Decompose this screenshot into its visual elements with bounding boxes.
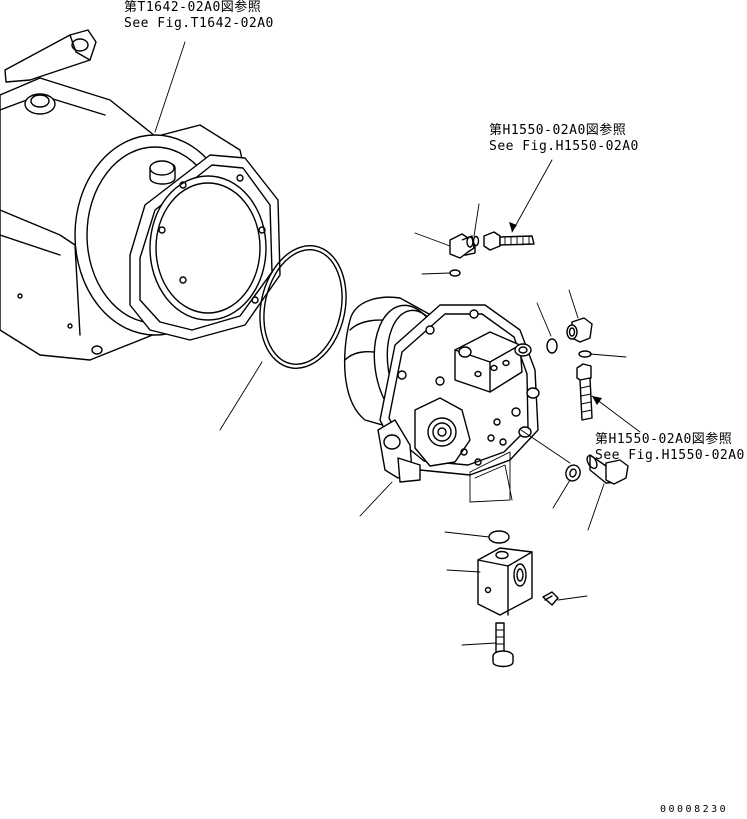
hose-right xyxy=(576,363,593,421)
reference-label-3-en: See Fig.H1550-02A0 xyxy=(595,448,745,463)
reference-label-3-jp: 第H1550-02A0図参照 xyxy=(595,432,733,447)
reference-label-2-jp: 第H1550-02A0図参照 xyxy=(489,123,627,138)
travel-motor xyxy=(343,244,540,503)
track-frame-housing xyxy=(0,29,281,361)
reference-label-2-en: See Fig.H1550-02A0 xyxy=(489,139,639,154)
reference-label-3: 第H1550-02A0図参照 See Fig.H1550-02A0 xyxy=(595,432,745,464)
arrow-head-ref2 xyxy=(509,222,517,232)
washer-lower-right xyxy=(565,464,581,482)
gasket xyxy=(488,530,510,544)
reference-label-1: 第T1642-02A0図参照 See Fig.T1642-02A0 xyxy=(124,0,274,32)
arrow-head-ref3 xyxy=(592,396,602,405)
reference-label-1-en: See Fig.T1642-02A0 xyxy=(124,16,274,31)
small-screw xyxy=(542,591,559,606)
washer-right xyxy=(578,350,592,358)
valve-block xyxy=(477,547,533,616)
leader-lines xyxy=(154,41,641,646)
reference-label-1-jp: 第T1642-02A0図参照 xyxy=(124,0,262,15)
small-o-ring-right xyxy=(546,338,558,354)
small-o-ring-top xyxy=(472,235,480,247)
plug-bolt xyxy=(586,454,629,485)
elbow-fitting-top xyxy=(449,233,475,259)
washer-top xyxy=(449,269,461,277)
reference-label-2: 第H1550-02A0図参照 See Fig.H1550-02A0 xyxy=(489,123,639,155)
hose-fitting-top xyxy=(483,231,535,251)
drawing-number: 00008230 xyxy=(660,804,729,815)
o-ring xyxy=(259,245,347,369)
socket-bolt xyxy=(492,622,514,668)
elbow-fitting-right xyxy=(566,317,593,343)
